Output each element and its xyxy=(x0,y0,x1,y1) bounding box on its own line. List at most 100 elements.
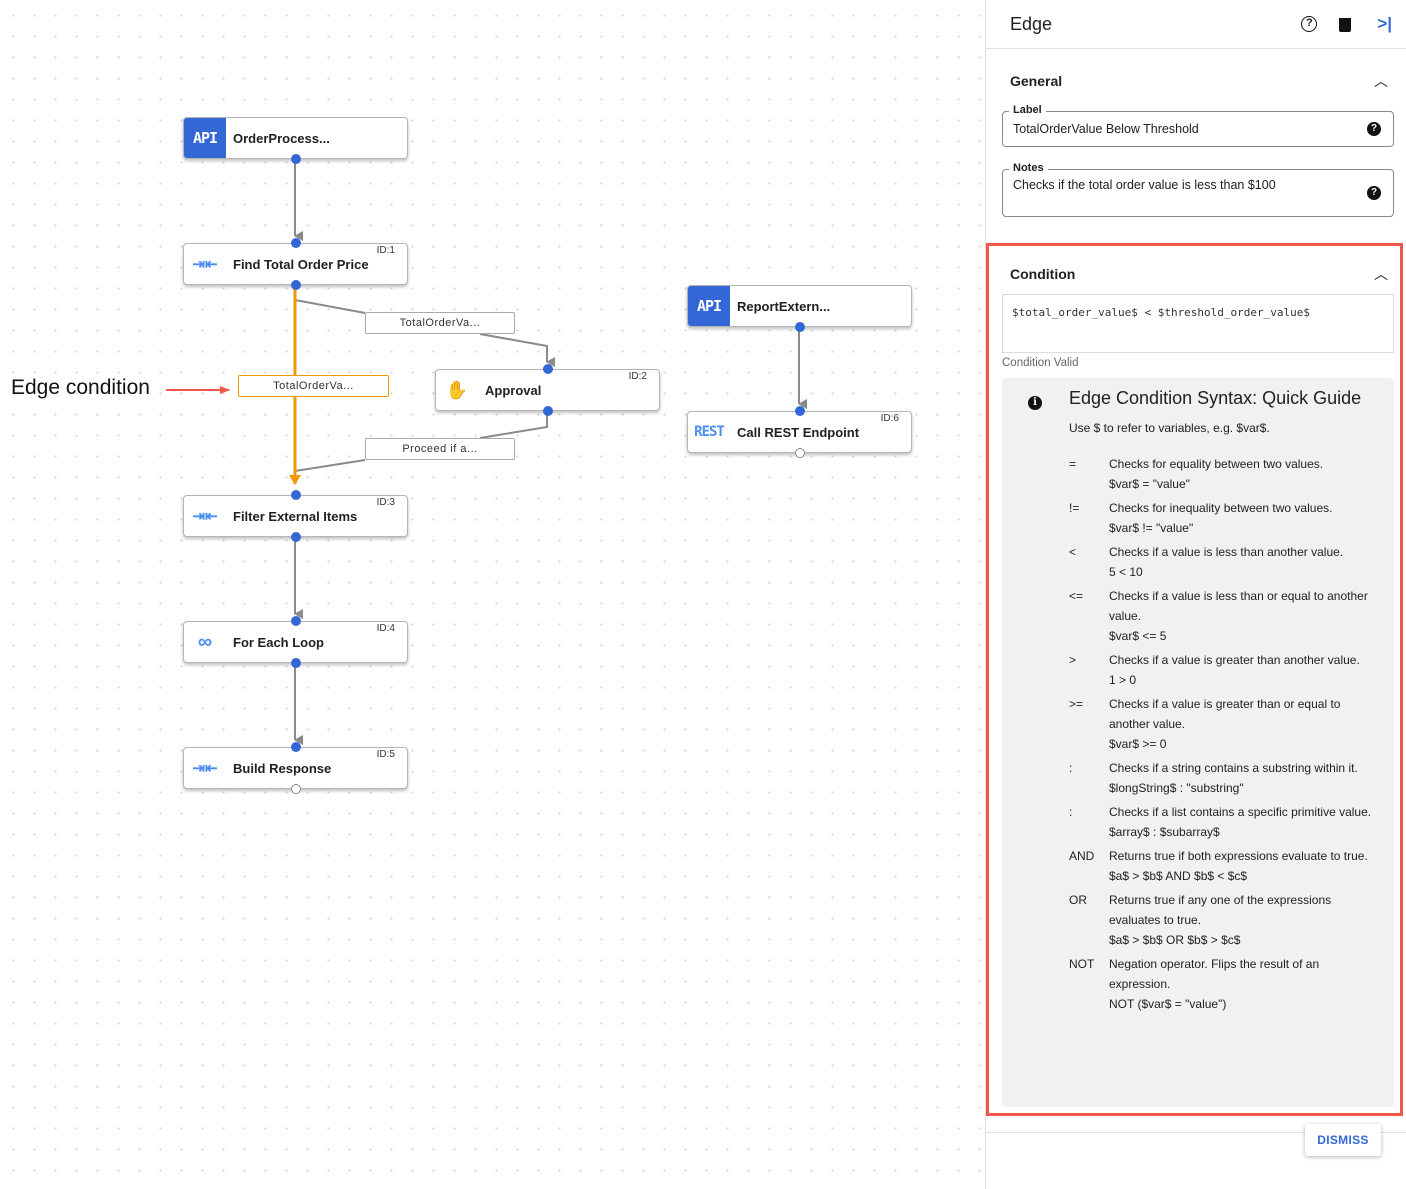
operator-example: $var$ >= 0 xyxy=(1109,737,1167,751)
guide-title: Edge Condition Syntax: Quick Guide xyxy=(1069,388,1362,408)
operator-row: =Checks for equality between two values.… xyxy=(1069,454,1379,494)
operator: >= xyxy=(1069,697,1084,711)
operator-example: $array$ : $subarray$ xyxy=(1109,825,1220,839)
output-port[interactable] xyxy=(291,280,301,290)
operator-example: $a$ > $b$ AND $b$ < $c$ xyxy=(1109,869,1248,883)
input-port[interactable] xyxy=(291,490,301,500)
input-port[interactable] xyxy=(291,238,301,248)
divider xyxy=(986,1132,1406,1133)
operator-description: Checks for inequality between two values… xyxy=(1109,501,1333,515)
operator-example: $var$ <= 5 xyxy=(1109,629,1167,643)
operator-row: >Checks if a value is greater than anoth… xyxy=(1069,650,1379,690)
output-port[interactable] xyxy=(291,532,301,542)
operator: != xyxy=(1069,501,1080,515)
operator-example: $var$ != "value" xyxy=(1109,521,1194,535)
output-port[interactable] xyxy=(543,406,553,416)
panel-title: Edge xyxy=(1010,13,1053,34)
node-build-response[interactable]: ⇥⇤ Build Response ID:5 xyxy=(183,742,408,794)
condition-input[interactable]: $total_order_value$ < $threshold_order_v… xyxy=(1002,294,1394,353)
collapse-panel-icon[interactable]: >| xyxy=(1377,14,1392,33)
operator: AND xyxy=(1069,849,1095,863)
edge-label[interactable]: Proceed if a... xyxy=(365,438,515,460)
node-label: Find Total Order Price xyxy=(233,256,369,272)
panel-header: Edge ? >| xyxy=(986,0,1406,49)
operator: > xyxy=(1069,653,1077,667)
operator: <= xyxy=(1069,589,1084,603)
node-label: ReportExtern... xyxy=(737,298,831,314)
output-port[interactable] xyxy=(291,154,301,164)
chevron-up-icon[interactable]: ︿ xyxy=(1374,73,1388,89)
edge[interactable] xyxy=(479,412,548,439)
workflow-canvas[interactable]: Edge condition TotalOrderVa... TotalOrde… xyxy=(0,0,985,1189)
operator-description: Checks if a value is less than another v… xyxy=(1109,545,1344,559)
node-approval[interactable]: ✋ Approval ID:2 xyxy=(435,364,660,416)
output-port[interactable] xyxy=(291,658,301,668)
node-label: Build Response xyxy=(233,760,332,776)
info-icon: i xyxy=(1028,396,1042,410)
operator-example: 5 < 10 xyxy=(1109,565,1143,579)
chevron-up-icon[interactable]: ︿ xyxy=(1374,266,1388,282)
node-call-rest-endpoint[interactable]: REST Call REST Endpoint ID:6 xyxy=(687,406,912,458)
input-port[interactable] xyxy=(291,616,301,626)
node-report-external-api[interactable]: API ReportExtern... xyxy=(687,285,912,332)
hand-icon: ✋ xyxy=(445,379,469,400)
edge[interactable] xyxy=(294,459,366,472)
merge-arrows-icon: ⇥⇤ xyxy=(192,256,218,273)
node-find-total-order-price[interactable]: ⇥⇤ Find Total Order Price ID:1 xyxy=(183,238,408,290)
delete-icon[interactable] xyxy=(1339,18,1352,32)
merge-arrows-icon: ⇥⇤ xyxy=(192,508,218,525)
node-filter-external-items[interactable]: ⇥⇤ Filter External Items ID:3 xyxy=(183,490,408,542)
syntax-guide: i Edge Condition Syntax: Quick Guide Use… xyxy=(1002,378,1394,1107)
operator-description: Returns true if any one of the expressio… xyxy=(1109,893,1332,927)
dismiss-button[interactable]: DISMISS xyxy=(1305,1124,1381,1156)
notes-field-value: Checks if the total order value is less … xyxy=(1013,178,1276,192)
edge-properties-panel: Edge ? >| General ︿ Label TotalOrderValu… xyxy=(985,0,1406,1189)
label-field-value: TotalOrderValue Below Threshold xyxy=(1013,122,1199,136)
node-label: For Each Loop xyxy=(233,634,324,650)
node-id: ID:3 xyxy=(376,497,395,508)
edge[interactable] xyxy=(294,299,366,314)
api-icon: API xyxy=(184,118,226,158)
operator-row: :Checks if a list contains a specific pr… xyxy=(1069,802,1379,842)
operator: : xyxy=(1069,761,1073,775)
output-port[interactable] xyxy=(795,322,805,332)
loop-icon: ∞ xyxy=(197,630,213,653)
node-id: ID:4 xyxy=(376,623,395,634)
edge[interactable] xyxy=(479,333,555,367)
operator: = xyxy=(1069,457,1077,471)
condition-highlight xyxy=(986,243,1403,1116)
input-port[interactable] xyxy=(291,742,301,752)
merge-arrows-icon: ⇥⇤ xyxy=(192,760,218,777)
operator-example: 1 > 0 xyxy=(1109,673,1137,687)
operator-description: Checks if a list contains a specific pri… xyxy=(1109,805,1372,819)
operator-row: :Checks if a string contains a substring… xyxy=(1069,758,1379,798)
edges-layer xyxy=(166,160,807,745)
rest-icon: REST xyxy=(694,424,725,440)
operator: OR xyxy=(1069,893,1087,907)
operator-row: < Checks if a value is less than another … xyxy=(1069,542,1379,582)
edge-label-selected[interactable]: TotalOrderVa... xyxy=(238,375,389,397)
edge-label[interactable]: TotalOrderVa... xyxy=(365,312,515,334)
operator-description: Negation operator. Flips the result of a… xyxy=(1109,957,1320,991)
input-port[interactable] xyxy=(543,364,553,374)
operator: NOT xyxy=(1069,957,1095,971)
label-field[interactable]: Label TotalOrderValue Below Threshold ? xyxy=(1002,104,1394,147)
operator-row: >=Checks if a value is greater than or e… xyxy=(1069,694,1379,754)
operator-description: Checks if a value is less than or equal … xyxy=(1109,589,1368,623)
operator-row: != Checks for inequality between two valu… xyxy=(1069,498,1379,538)
notes-field[interactable]: Notes Checks if the total order value is… xyxy=(1002,162,1394,217)
edge-condition-annotation: Edge condition xyxy=(11,376,150,399)
operator-example: $var$ = "value" xyxy=(1109,477,1190,491)
node-label: Filter External Items xyxy=(233,508,358,524)
output-port-empty[interactable] xyxy=(291,784,301,794)
help-icon[interactable]: ? xyxy=(1367,186,1381,200)
help-icon[interactable]: ? xyxy=(1301,16,1318,32)
node-order-process-api[interactable]: API OrderProcess... xyxy=(183,117,408,164)
output-port-empty[interactable] xyxy=(795,448,805,458)
input-port[interactable] xyxy=(795,406,805,416)
help-icon[interactable]: ? xyxy=(1367,122,1381,136)
node-for-each-loop[interactable]: ∞ For Each Loop ID:4 xyxy=(183,616,408,668)
operator: < xyxy=(1069,545,1077,559)
operator-row: OR Returns true if any one of the express… xyxy=(1069,890,1379,950)
